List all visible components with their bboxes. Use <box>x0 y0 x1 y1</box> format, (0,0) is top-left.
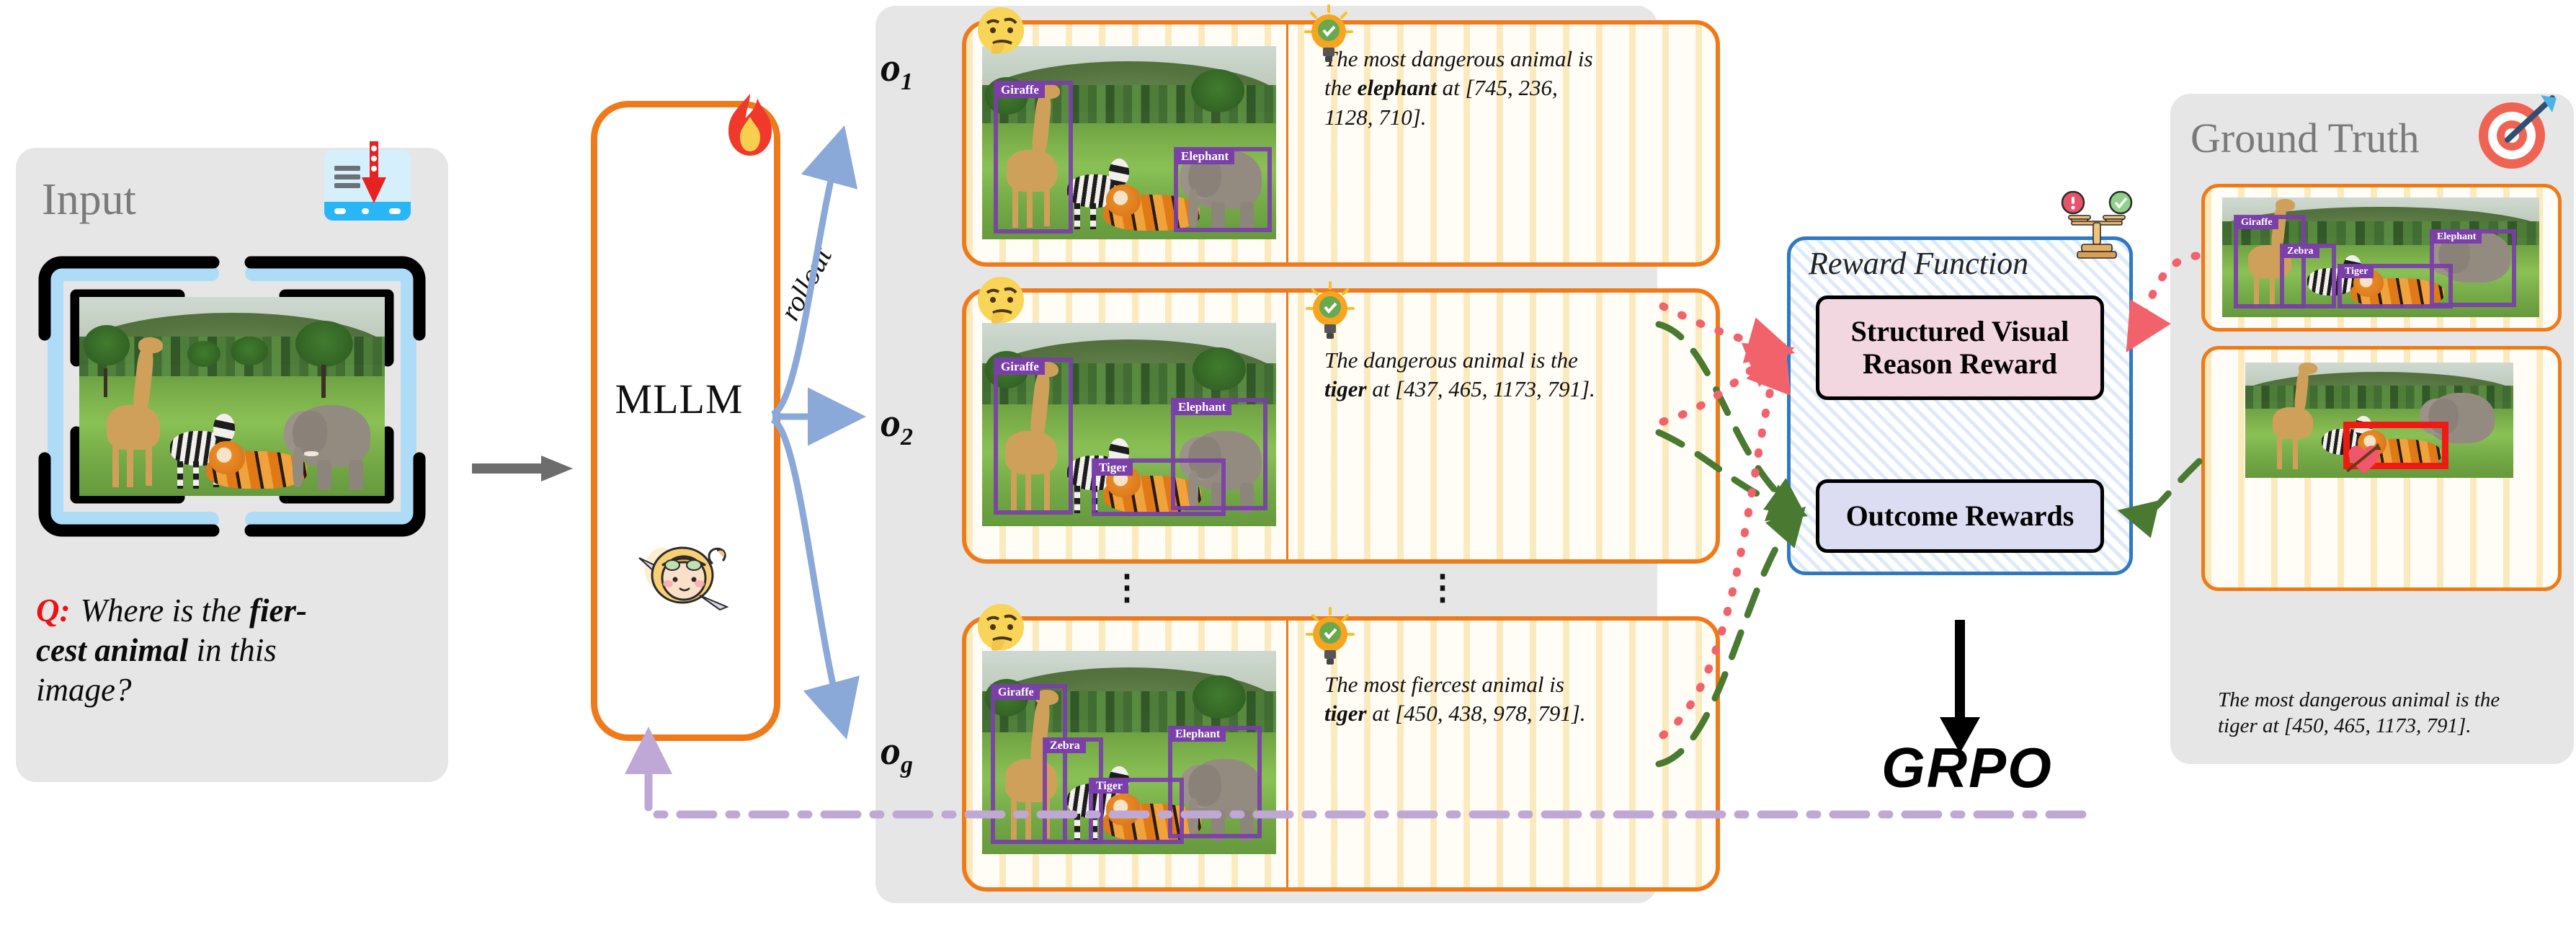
rollout-answer-text: The most fiercest animal is tiger at [45… <box>1324 670 1607 729</box>
lightbulb-check-icon <box>1306 281 1355 339</box>
fire-icon <box>728 94 772 156</box>
output-symbol: o <box>881 729 901 773</box>
anime-avatar-icon <box>638 546 729 611</box>
answer-object: elephant <box>1357 75 1437 101</box>
ground-truth-title: Ground Truth <box>2191 115 2420 161</box>
rollout-ellipsis: ⋮ <box>1425 570 1460 605</box>
rollout-answer-text: The most dangerous animal is the elephan… <box>1324 45 1605 132</box>
rollout-annotated-photo: Giraffe Elephant Tiger <box>982 323 1276 526</box>
answer-prefix: The most fiercest animal is <box>1324 672 1564 697</box>
rollout-ellipsis: ⋮ <box>1110 570 1144 605</box>
answer-prefix: The dangerous animal is the <box>1324 347 1578 373</box>
ground-truth-answer-card <box>2201 346 2562 591</box>
answer-object: tiger <box>1324 376 1367 402</box>
reward-function-title: Reward Function <box>1809 246 2029 281</box>
lightbulb-check-icon <box>1304 4 1353 62</box>
rollout-annotated-photo: Giraffe Zebra Elephant Tiger <box>982 651 1276 854</box>
outcome-rewards-chip[interactable]: Outcome Rewards <box>1816 479 2104 553</box>
bbox-label: Tiger <box>2339 265 2374 278</box>
output-index: 2 <box>901 424 913 451</box>
image-bracket-frame <box>35 252 429 541</box>
answer-prefix: The most dangerous animal is the <box>1324 46 1593 101</box>
lightbulb-check-icon <box>1306 607 1355 665</box>
answer-coords: at [745, 236, 1128, 710]. <box>1324 75 1558 130</box>
rollout-output-label: og <box>881 728 913 779</box>
rollout-label: rollout <box>772 241 839 326</box>
bbox-label: Tiger <box>1093 460 1133 476</box>
structured-visual-reason-reward-chip[interactable]: Structured Visual Reason Reward <box>1816 296 2104 400</box>
rollout-output-label: o2 <box>881 400 913 451</box>
bbox-label: Giraffe <box>2235 216 2278 229</box>
target-dart-icon <box>2479 95 2557 169</box>
ground-truth-annotated-card: Giraffe Zebra Elephant Tiger <box>2201 184 2562 332</box>
rollout-answer-text: The dangerous animal is the tiger at [43… <box>1324 346 1607 404</box>
rollout-annotated-photo: Giraffe Elephant <box>982 46 1276 239</box>
ground-truth-annotated-photo: Giraffe Zebra Elephant Tiger <box>2222 197 2539 317</box>
bbox-label: Giraffe <box>992 685 1040 700</box>
output-index: g <box>901 752 913 779</box>
bbox-label: Zebra <box>1044 739 1086 753</box>
input-photo <box>79 297 385 496</box>
answer-object: tiger <box>1324 701 1367 727</box>
thinking-face-icon <box>978 7 1024 54</box>
output-symbol: o <box>881 45 901 90</box>
heart-arrow-icon <box>2345 443 2381 474</box>
bbox-label: Tiger <box>1090 779 1129 794</box>
input-to-model-arrow <box>472 456 573 481</box>
answer-coords: at [450, 438, 978, 791]. <box>1366 701 1586 727</box>
bbox-label: Giraffe <box>995 82 1045 98</box>
bbox-label: Giraffe <box>995 359 1045 375</box>
thinking-face-icon <box>978 604 1024 651</box>
document-download-icon <box>324 141 411 221</box>
ground-truth-caption: The most dangerous animal is the tiger a… <box>2218 688 2500 738</box>
input-panel-title: Input <box>42 175 136 224</box>
output-symbol: o <box>881 401 901 445</box>
rollout-output-label: o1 <box>881 45 913 96</box>
answer-coords: at [437, 465, 1173, 791]. <box>1366 376 1595 402</box>
mllm-label: MLLM <box>615 376 744 422</box>
output-index: 1 <box>901 68 913 96</box>
ground-truth-prediction-photo <box>2245 363 2513 478</box>
thinking-face-icon <box>978 277 1024 324</box>
rollout-card: Giraffe Elephant Tiger <box>962 288 1720 564</box>
bbox-label: Elephant <box>2431 231 2482 244</box>
question-mark-label: Q: <box>36 592 71 629</box>
balance-scales-icon <box>2061 191 2133 259</box>
grpo-label: GRPO <box>1881 736 2053 799</box>
bbox-label: Zebra <box>2281 245 2319 258</box>
reward-to-grpo-arrow <box>1940 620 1980 753</box>
mllm-box <box>591 101 780 741</box>
bbox-label: Elephant <box>1169 727 1226 742</box>
bbox-label: Elephant <box>1172 399 1232 415</box>
bbox-label: Elephant <box>1175 148 1235 164</box>
